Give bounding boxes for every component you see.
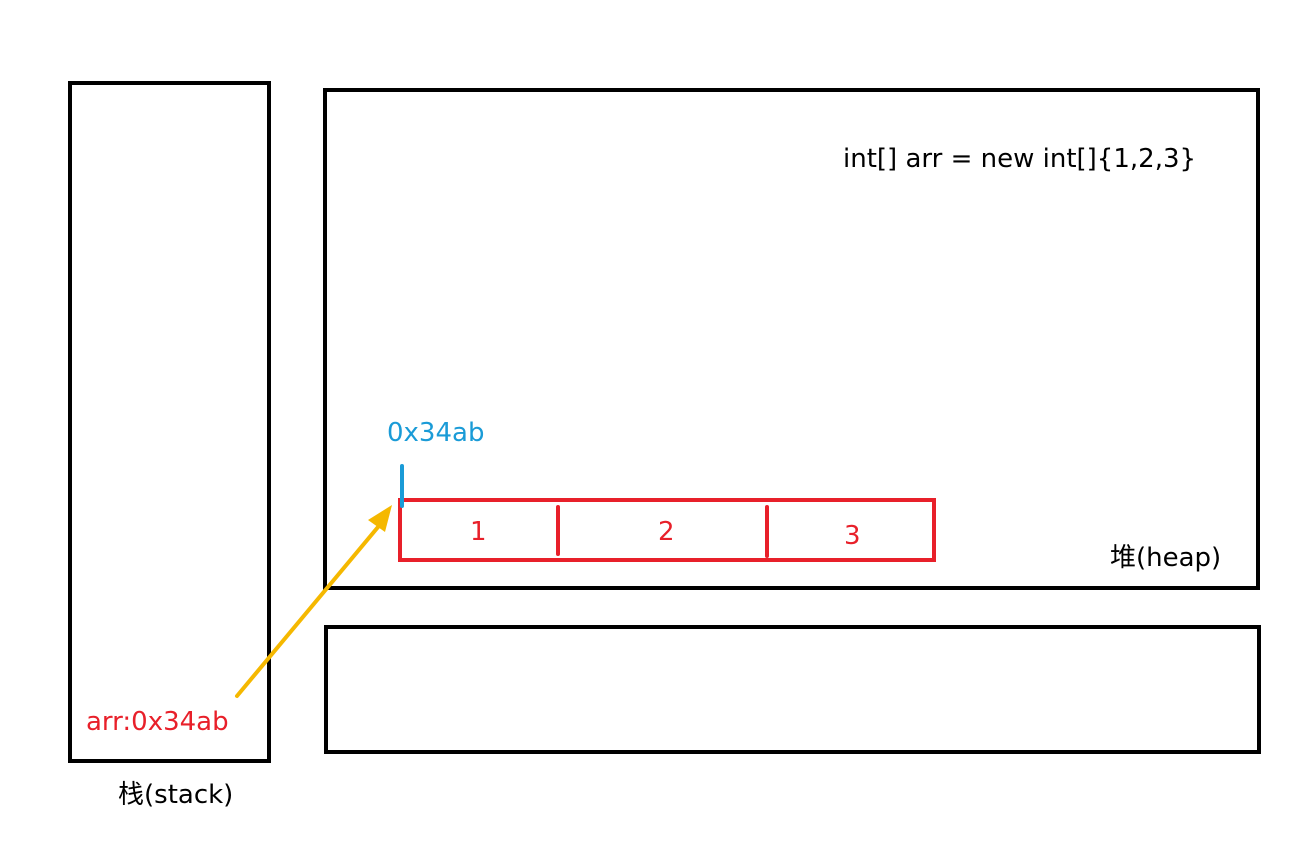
- stack-label: 栈(stack): [118, 780, 234, 810]
- stack-variable: arr:0x34ab: [86, 707, 229, 737]
- heap-region: [323, 88, 1260, 590]
- lower-region: [324, 625, 1261, 754]
- array-value-3: 3: [844, 521, 861, 551]
- code-line: int[] arr = new int[]{1,2,3}: [843, 144, 1197, 174]
- heap-address-label: 0x34ab: [387, 418, 485, 448]
- stack-region: [68, 81, 271, 763]
- heap-label: 堆(heap): [1110, 543, 1222, 573]
- array-value-2: 2: [658, 517, 675, 547]
- array-value-1: 1: [470, 517, 487, 547]
